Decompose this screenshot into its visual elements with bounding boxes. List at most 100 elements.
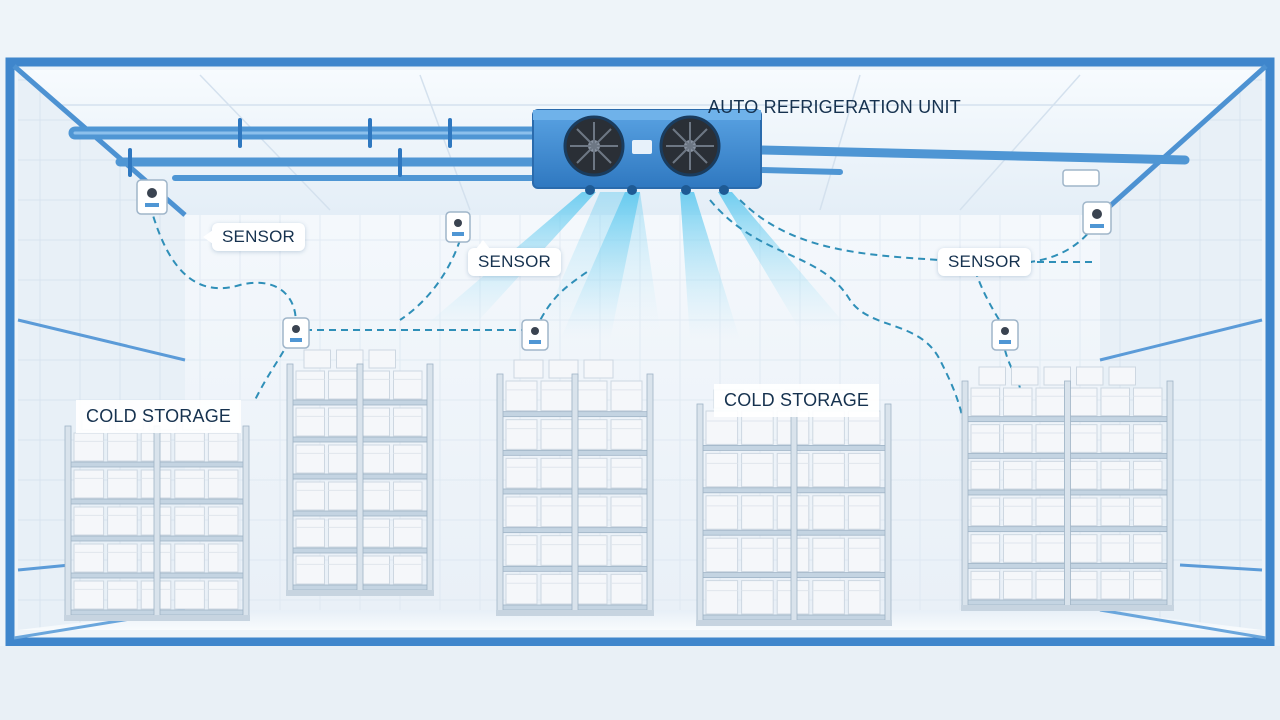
storage-box: [1043, 366, 1071, 386]
refrigerant-pipes: [68, 118, 1190, 181]
storage-box: [360, 555, 390, 585]
storage-box: [970, 460, 1000, 490]
storage-box: [970, 570, 1000, 600]
storage-box: [1100, 387, 1130, 417]
refrigeration-unit-label: AUTO REFRIGERATION UNIT: [708, 97, 961, 117]
storage-box: [393, 555, 423, 585]
sensor-device-center-low: [521, 319, 549, 351]
storage-box: [610, 457, 643, 489]
storage-box: [336, 349, 364, 369]
storage-box: [540, 457, 573, 489]
storage-box: [328, 407, 358, 437]
sensor-label-left: SENSOR: [212, 223, 305, 251]
storage-box: [1035, 424, 1065, 453]
storage-box: [360, 407, 390, 437]
refrigeration-unit: [532, 109, 762, 195]
storage-box: [540, 380, 573, 412]
storage-box: [1133, 534, 1163, 563]
storage-box: [1100, 424, 1130, 453]
rack-upright: [356, 363, 364, 595]
storage-box: [741, 580, 774, 615]
storage-box: [1003, 424, 1033, 453]
rack-upright: [696, 403, 704, 625]
storage-box: [978, 366, 1006, 386]
storage-box: [575, 419, 608, 450]
storage-box: [705, 495, 739, 530]
storage-box: [1068, 387, 1098, 417]
storage-box: [1068, 424, 1098, 453]
storage-box: [207, 580, 239, 610]
storage-box: [73, 469, 105, 499]
storage-box: [107, 469, 138, 499]
storage-box: [328, 518, 358, 548]
storage-box: [540, 573, 573, 605]
storage-box: [207, 469, 239, 499]
storage-box: [1003, 534, 1033, 563]
storage-box: [207, 543, 239, 573]
storage-box: [847, 495, 881, 530]
storage-box: [174, 432, 205, 462]
storage-box: [174, 580, 205, 610]
storage-box: [328, 370, 358, 400]
sensor-device-left-low: [282, 317, 310, 349]
storage-rack: [961, 366, 1174, 611]
storage-box: [1003, 570, 1033, 600]
storage-box: [328, 481, 358, 511]
storage-box: [970, 387, 1000, 417]
storage-box: [548, 359, 579, 379]
floor: [18, 610, 1262, 630]
storage-box: [1011, 366, 1039, 386]
rack-base: [496, 610, 654, 616]
storage-box: [295, 518, 325, 548]
storage-box: [1035, 570, 1065, 600]
storage-box: [540, 496, 573, 528]
rack-upright: [961, 380, 969, 610]
storage-box: [505, 496, 538, 528]
sensor-device-right-low: [991, 319, 1019, 351]
storage-box: [1003, 460, 1033, 490]
storage-box: [1100, 460, 1130, 490]
storage-box: [360, 518, 390, 548]
storage-box: [575, 457, 608, 489]
storage-box: [610, 380, 643, 412]
storage-box: [970, 534, 1000, 563]
storage-box: [360, 481, 390, 511]
rack-upright: [646, 373, 654, 615]
storage-box: [393, 481, 423, 511]
storage-box: [295, 370, 325, 400]
storage-box: [1133, 570, 1163, 600]
storage-box: [393, 370, 423, 400]
rack-upright: [153, 425, 161, 620]
storage-box: [505, 457, 538, 489]
storage-box: [741, 537, 774, 573]
storage-box: [174, 469, 205, 499]
rack-base: [64, 615, 250, 621]
storage-box: [393, 444, 423, 474]
rack-base: [696, 620, 892, 626]
storage-box: [1133, 387, 1163, 417]
storage-box: [1133, 460, 1163, 490]
storage-box: [393, 407, 423, 437]
storage-box: [107, 432, 138, 462]
storage-box: [1068, 570, 1098, 600]
storage-box: [107, 543, 138, 573]
storage-box: [540, 535, 573, 566]
storage-box: [207, 506, 239, 536]
storage-box: [741, 495, 774, 530]
storage-box: [1035, 534, 1065, 563]
storage-box: [107, 580, 138, 610]
storage-box: [73, 432, 105, 462]
storage-box: [812, 495, 845, 530]
storage-box: [610, 496, 643, 528]
rack-upright: [426, 363, 434, 595]
storage-box: [847, 452, 881, 488]
storage-rack: [64, 411, 250, 621]
sensor-device-right-high: [1082, 201, 1112, 235]
storage-box: [575, 535, 608, 566]
storage-box: [174, 506, 205, 536]
storage-box: [847, 537, 881, 573]
storage-box: [1068, 460, 1098, 490]
storage-box: [295, 407, 325, 437]
cold-storage-label-left: COLD STORAGE: [76, 400, 242, 433]
